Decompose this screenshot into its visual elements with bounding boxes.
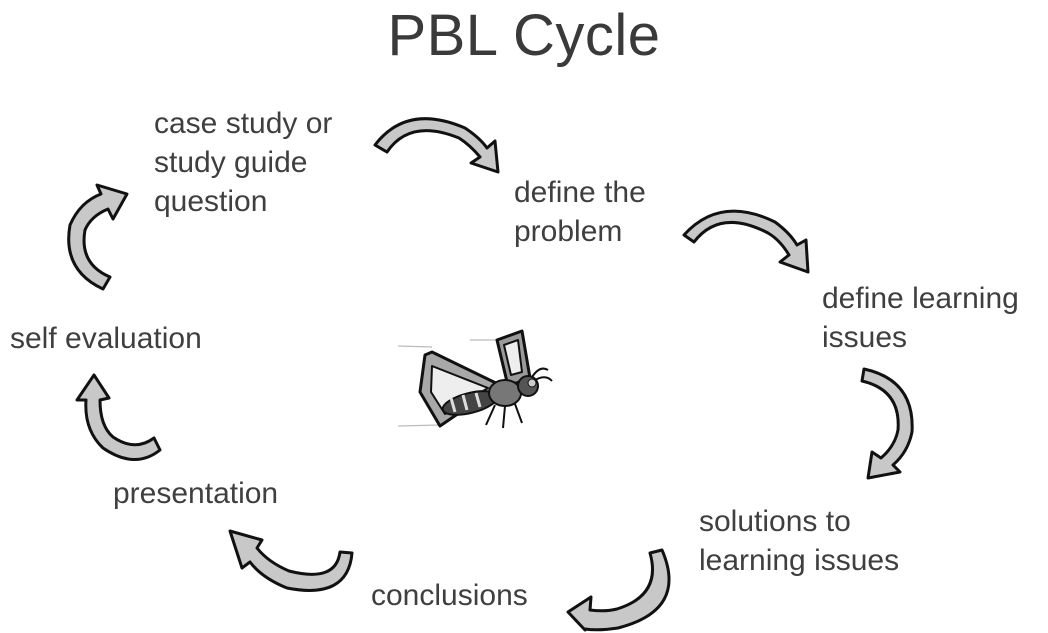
cycle-arrow-icon (373, 117, 500, 174)
step-presentation: presentation (113, 477, 279, 510)
cycle-arrow-icon (682, 209, 810, 274)
diagram-title: PBL Cycle (387, 3, 661, 68)
step-conclusions: conclusions (371, 579, 528, 612)
cycle-arrow-icon (860, 367, 914, 480)
cycle-arrow-icon (228, 529, 354, 592)
step-case-study: case study or study guide question (154, 107, 333, 218)
cycle-arrow-icon (75, 373, 162, 461)
step-define-problem: define the problem (514, 176, 646, 248)
step-self-evaluation: self evaluation (10, 322, 202, 355)
step-solutions: solutions to learning issues (699, 505, 900, 577)
cycle-arrow-icon (67, 183, 129, 291)
step-define-learning-issues: define learning issues (822, 282, 1019, 354)
cycle-arrow-icon (566, 548, 671, 632)
hornet-icon (397, 329, 553, 429)
